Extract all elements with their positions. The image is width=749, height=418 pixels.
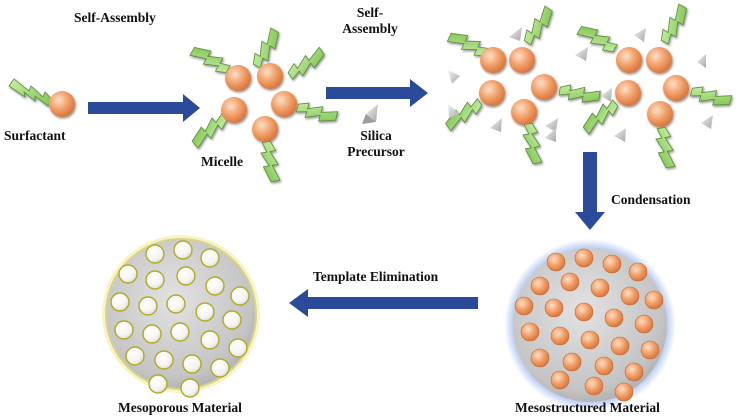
template-sphere: [574, 248, 594, 268]
pore: [110, 292, 130, 312]
label-surfactant: Surfactant: [4, 128, 66, 143]
label-self-assembly-2: Self- Assembly: [330, 5, 410, 37]
pore: [228, 338, 248, 358]
pore: [142, 324, 162, 344]
pore: [200, 248, 220, 268]
template-sphere: [514, 296, 534, 316]
silica-tetrahedron-icon: [362, 104, 378, 124]
template-sphere: [590, 278, 610, 298]
mesostructured-material: [504, 239, 676, 411]
label-mesoporous-material: Mesoporous Material: [118, 400, 242, 415]
pore: [138, 296, 158, 316]
template-sphere: [614, 382, 634, 402]
micelle-silica-left: [445, 5, 601, 165]
pore: [230, 286, 250, 306]
label-condensation: Condensation: [611, 192, 691, 207]
template-sphere: [544, 298, 564, 318]
arrow-template-elimination: [289, 289, 478, 317]
pore: [200, 330, 220, 350]
pore: [182, 354, 202, 374]
pore: [125, 346, 145, 366]
arrow-self-assembly: [88, 94, 200, 122]
label-silica-line2: Precursor: [347, 144, 405, 159]
template-sphere: [644, 290, 664, 310]
template-sphere: [520, 322, 540, 342]
pore: [205, 276, 225, 296]
label-template-elimination: Template Elimination: [313, 269, 439, 284]
template-sphere: [550, 326, 570, 346]
surfactant-molecule-icon: [8, 78, 75, 117]
label-micelle: Micelle: [201, 154, 243, 169]
pore: [145, 270, 165, 290]
pore: [210, 358, 230, 378]
micelle-icon: [189, 27, 339, 183]
label-self-assembly-1: Self-Assembly: [74, 10, 156, 25]
template-sphere: [530, 276, 550, 296]
label-self-assembly-2-line1: Self-: [356, 5, 384, 20]
pore: [148, 374, 168, 394]
template-sphere: [634, 314, 654, 334]
template-sphere: [546, 252, 566, 272]
pore: [145, 244, 165, 264]
pore: [118, 264, 138, 284]
pore: [222, 310, 242, 330]
silica-precursors: [448, 27, 713, 142]
template-sphere: [610, 336, 630, 356]
pore: [114, 320, 134, 340]
template-sphere: [584, 376, 604, 396]
pore: [154, 350, 174, 370]
template-sphere: [628, 262, 648, 282]
mesoporous-material: [102, 235, 260, 398]
arrow-silica-assembly: [326, 79, 428, 107]
template-sphere: [574, 302, 594, 322]
pore: [195, 302, 215, 322]
template-sphere: [620, 286, 640, 306]
pore: [176, 266, 196, 286]
template-sphere: [640, 340, 660, 360]
template-sphere: [560, 272, 580, 292]
micelle-silica-right: [576, 3, 733, 169]
pore: [173, 240, 193, 260]
template-sphere: [624, 362, 644, 382]
template-sphere: [530, 348, 550, 368]
label-silica-line1: Silica: [360, 128, 392, 143]
pore: [166, 294, 186, 314]
template-sphere: [550, 370, 570, 390]
label-self-assembly-2-line2: Assembly: [342, 21, 398, 36]
template-sphere: [562, 352, 582, 372]
label-mesostructured-material: Mesostructured Material: [515, 400, 660, 415]
template-sphere: [602, 254, 622, 274]
arrow-condensation: [575, 152, 605, 230]
pore: [180, 378, 200, 398]
template-sphere: [594, 356, 614, 376]
pore: [170, 322, 190, 342]
template-sphere: [580, 330, 600, 350]
template-sphere: [604, 308, 624, 328]
label-silica-precursor: Silica Precursor: [336, 128, 416, 160]
